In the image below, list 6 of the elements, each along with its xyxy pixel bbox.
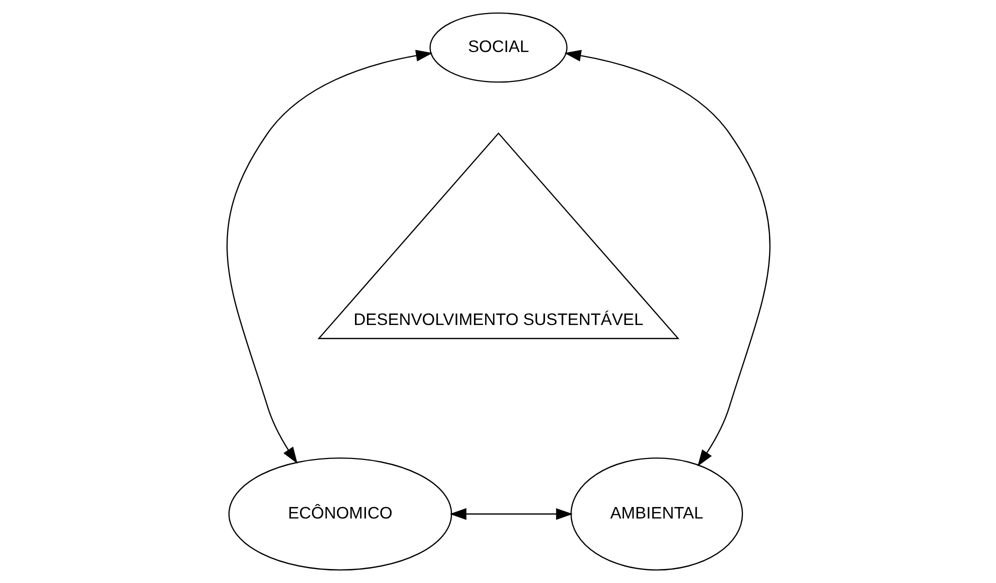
arrow [564,50,770,466]
node-ellipse: ECÔNOMICO [228,457,452,571]
node-ellipse: SOCIAL [428,12,567,83]
arrow [449,508,572,520]
arrow [226,50,432,464]
node-ellipse: AMBIENTAL [570,457,743,571]
